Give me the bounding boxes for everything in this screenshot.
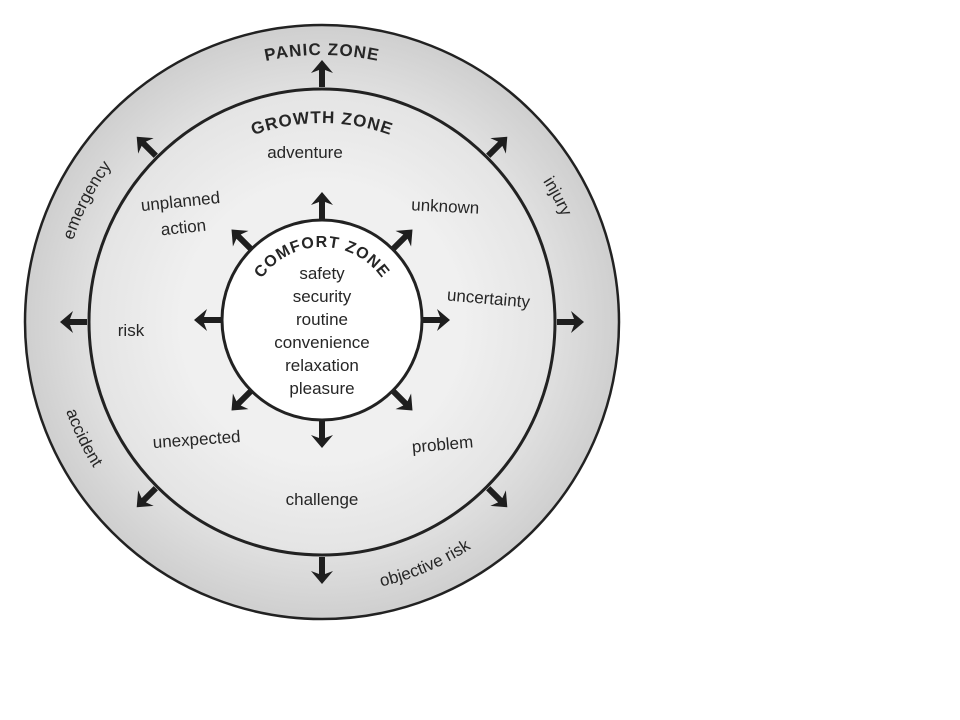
inner-arrow-icon (311, 421, 333, 448)
comfort-item: relaxation (285, 356, 359, 375)
comfort-item: pleasure (289, 379, 354, 398)
arrows-group (60, 60, 584, 584)
growth-label-adventure: adventure (267, 143, 343, 162)
inner-arrow-icon (311, 192, 333, 219)
outer-arrow-icon (311, 60, 333, 87)
outer-arrow-icon (136, 136, 158, 158)
inner-arrow-icon (391, 229, 413, 251)
outer-arrow-icon (311, 557, 333, 584)
comfort-item: safety (299, 264, 345, 283)
comfort-zone-circle (220, 218, 424, 422)
comfort-item: convenience (274, 333, 369, 352)
growth-label-action: action (160, 216, 207, 240)
growth-label-challenge: challenge (286, 490, 359, 509)
outer-arrow-icon (136, 486, 158, 508)
outer-arrow-icon (486, 136, 508, 158)
outer-arrow-icon (557, 311, 584, 333)
inner-arrow-icon (391, 389, 413, 411)
comfort-item: security (293, 287, 352, 306)
inner-arrow-icon (194, 309, 221, 331)
outer-arrow-icon (486, 486, 508, 508)
inner-arrow-icon (423, 309, 450, 331)
growth-label-risk: risk (118, 321, 145, 340)
inner-arrow-icon (231, 229, 253, 251)
comfort-items: safety security routine convenience rela… (274, 264, 369, 398)
comfort-item: routine (296, 310, 348, 329)
outer-arrow-icon (60, 311, 87, 333)
inner-arrow-icon (231, 389, 253, 411)
growth-label-unknown: unknown (411, 195, 480, 218)
